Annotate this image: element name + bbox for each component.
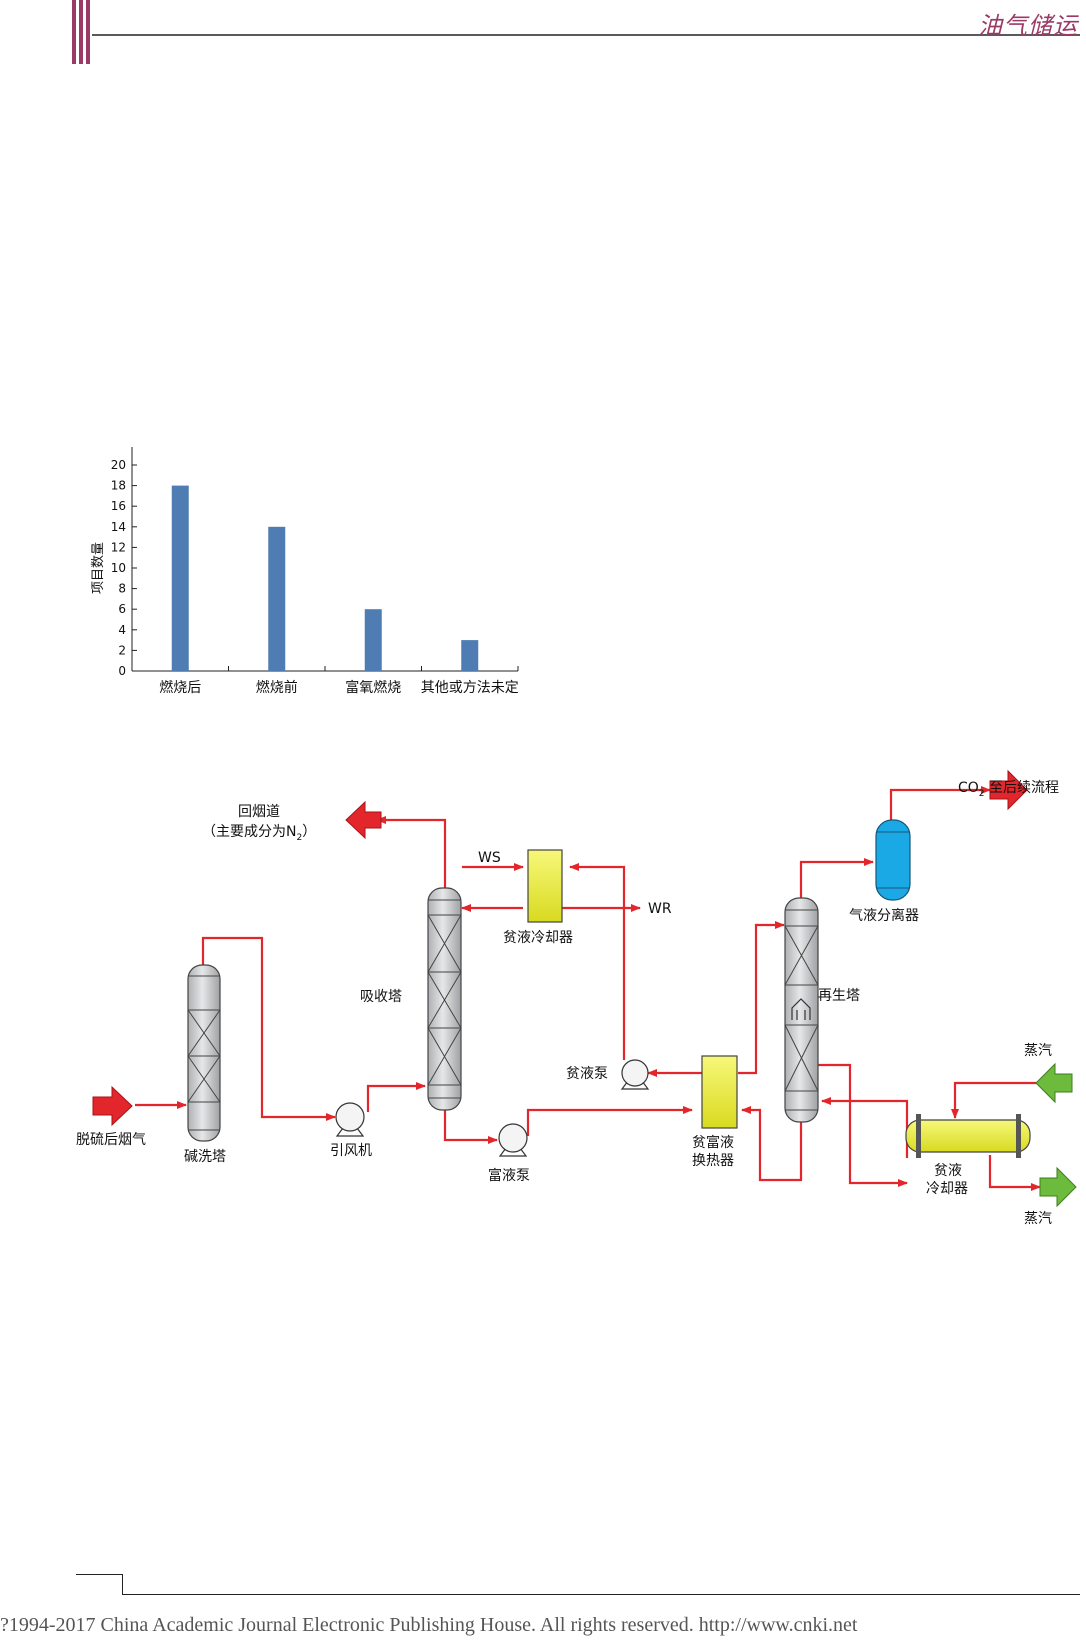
caustic-tower — [187, 964, 221, 1142]
feed-gas-arrow — [92, 1085, 133, 1127]
pipes — [135, 786, 1041, 1191]
header-accent-bar — [72, 0, 76, 64]
label-lean-cooler-top: 贫液冷却器 — [503, 930, 573, 946]
y-tick-label: 16 — [111, 499, 126, 513]
copyright-notice: ?1994-2017 China Academic Journal Electr… — [0, 1614, 858, 1636]
process-flow-diagram: CO2 至后续流程 回烟道 （主要成分为N2） WS WR 贫液冷却器 气液分离… — [76, 769, 1077, 1227]
label-absorber: 吸收塔 — [360, 989, 402, 1005]
y-tick-label: 2 — [118, 643, 126, 657]
fan — [335, 1102, 365, 1137]
pipe-absorber-to-flue — [376, 816, 447, 888]
pipe-rich-to-exchanger — [526, 1106, 693, 1136]
pipe-steam-in — [951, 1081, 1040, 1119]
bar — [461, 640, 479, 671]
bar — [364, 609, 382, 671]
lean-pump — [620, 1059, 650, 1090]
y-tick-label: 6 — [118, 602, 126, 616]
y-tick-label: 0 — [118, 664, 126, 678]
label-caustic-tower: 碱洗塔 — [184, 1149, 226, 1165]
journal-name: 油气储运 — [978, 12, 1078, 40]
label-bottom-cooler-2: 冷却器 — [926, 1181, 968, 1197]
x-tick-label: 燃烧后 — [159, 679, 201, 696]
y-axis-label: 项目数量 — [91, 542, 106, 594]
lean-cooler-bottom — [905, 1114, 1031, 1158]
x-tick-label: 其他或方法未定 — [421, 680, 519, 696]
label-bottom-cooler-1: 贫液 — [934, 1163, 962, 1179]
absorber-tower — [427, 887, 462, 1111]
pipe-steam-out — [988, 1155, 1041, 1191]
label-flue-return-1: 回烟道 — [238, 804, 280, 820]
y-tick-label: 4 — [118, 623, 126, 637]
label-feed-gas: 脱硫后烟气 — [76, 1132, 146, 1148]
label-regenerator: 再生塔 — [818, 988, 860, 1004]
lean-rich-exchanger — [701, 1055, 738, 1129]
label-ws: WS — [478, 850, 501, 866]
co2-out-arrow — [989, 769, 1028, 811]
header-accent-bar — [79, 0, 83, 64]
label-steam-in: 蒸汽 — [1024, 1043, 1052, 1059]
pipe-exchanger-to-regenerator — [738, 921, 785, 1075]
x-tick-label: 燃烧前 — [256, 679, 298, 696]
label-exchanger-1: 贫富液 — [692, 1134, 734, 1151]
pipe-separator-to-co2 — [889, 786, 991, 820]
x-tick-label: 富氧燃烧 — [345, 679, 401, 696]
pipe-absorber-to-rich-pump — [443, 1107, 498, 1144]
footer-rule — [122, 1594, 1080, 1595]
pipe-lean-pump-to-cooler — [569, 863, 626, 1060]
bar — [171, 485, 189, 671]
label-rich-pump: 富液泵 — [488, 1167, 530, 1184]
y-tick-label: 20 — [111, 458, 126, 472]
y-tick-label: 14 — [111, 520, 126, 534]
steam-out-arrow — [1039, 1166, 1077, 1208]
y-tick-label: 18 — [111, 479, 126, 493]
lean-cooler-top — [527, 849, 563, 923]
label-gas-liquid-separator: 气液分离器 — [849, 907, 919, 924]
steam-in-arrow — [1035, 1062, 1073, 1104]
header-rule — [92, 34, 1080, 36]
label-lean-pump: 贫液泵 — [566, 1066, 608, 1082]
footer-tab — [76, 1574, 123, 1595]
flue-return-arrow — [345, 800, 382, 840]
label-flue-return-2: （主要成分为N2） — [202, 824, 316, 843]
regenerator-tower — [784, 897, 819, 1123]
pipe-fan-to-absorber — [366, 1082, 426, 1112]
pipe-regenerator-to-separator — [799, 858, 874, 898]
header-accent-bar — [86, 0, 90, 64]
bar — [268, 526, 286, 671]
rich-pump — [498, 1123, 528, 1157]
y-tick-label: 8 — [118, 582, 126, 596]
label-co2-out: CO2 至后续流程 — [958, 779, 1059, 799]
pipe-bottom-cooler-to-regen — [821, 1097, 909, 1158]
label-exchanger-2: 换热器 — [692, 1152, 734, 1169]
y-tick-label: 12 — [111, 540, 126, 554]
y-tick-label: 10 — [111, 561, 126, 575]
label-fan: 引风机 — [330, 1143, 372, 1159]
gas-liquid-separator — [875, 819, 911, 901]
pipe-regen-bottom-to-exchanger — [741, 1106, 803, 1182]
pipe-regen-to-bottom-cooler — [818, 1063, 908, 1187]
label-steam-out: 蒸汽 — [1024, 1211, 1052, 1227]
pipe-caustic-to-fan — [201, 936, 336, 1121]
label-wr: WR — [648, 901, 672, 917]
